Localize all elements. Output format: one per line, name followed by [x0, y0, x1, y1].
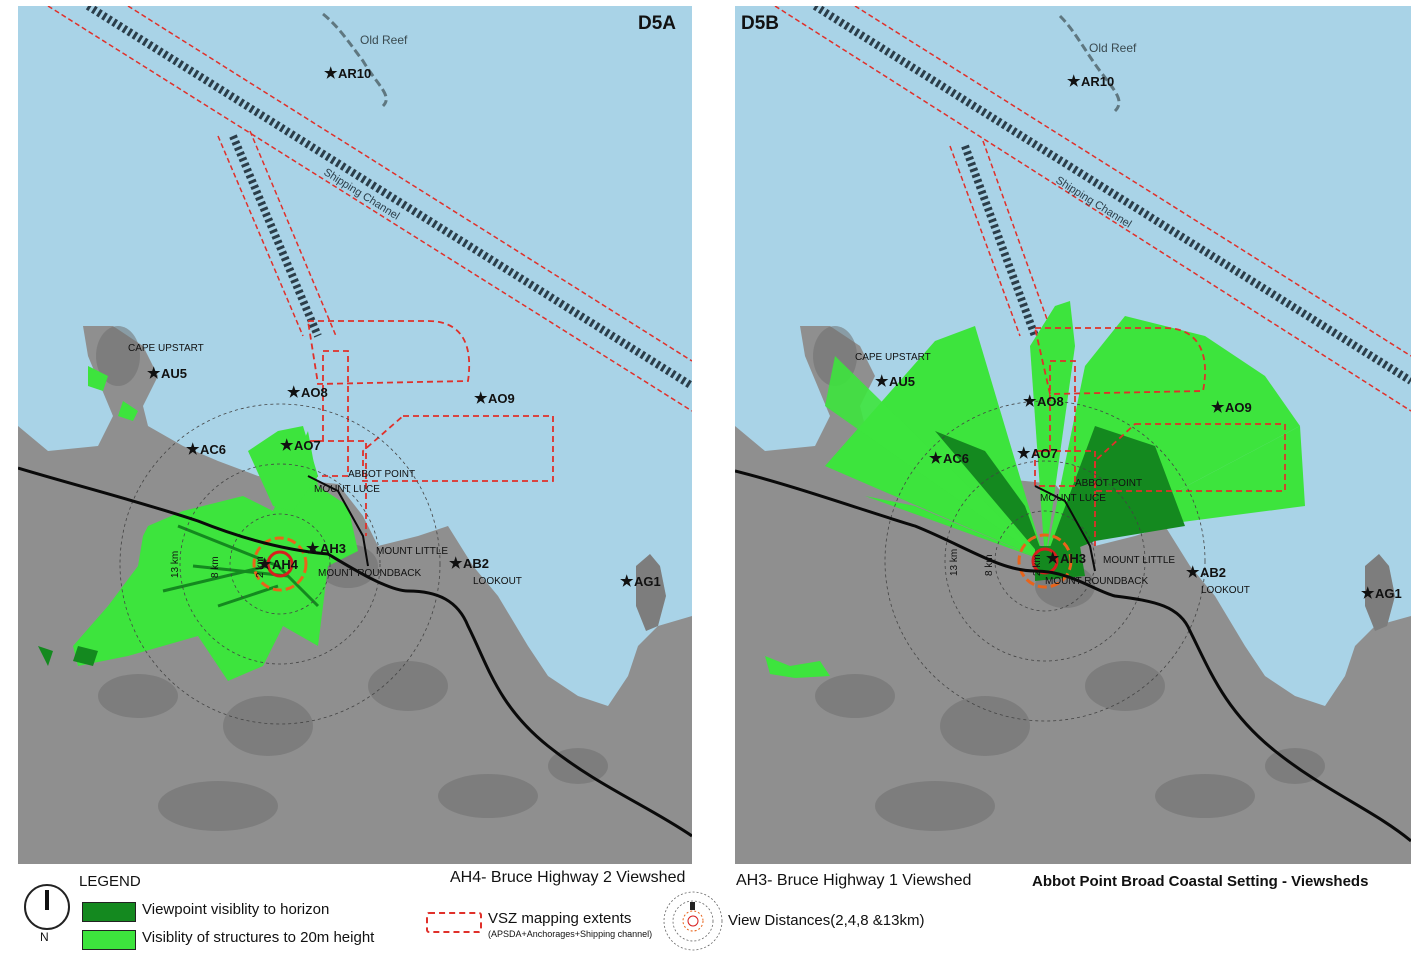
- star-icon: ★: [258, 556, 272, 573]
- panel-label-d5b: D5B: [741, 13, 779, 34]
- legend-vsz-sublabel: (APSDA+Anchorages+Shipping channel): [488, 929, 653, 939]
- bruce-highway: [735, 469, 1411, 843]
- star-icon: ★: [1067, 73, 1081, 90]
- caption-d5a: AH4- Bruce Highway 2 Viewshed: [450, 869, 686, 886]
- place-lookout: LOOKOUT: [1201, 585, 1250, 596]
- legend-swatch-horizon: [82, 902, 136, 922]
- viewpoint-ao7: AO7: [294, 438, 321, 453]
- place-abbot-point: ABBOT POINT: [348, 469, 415, 480]
- distance-label-8km: 8 km: [210, 556, 221, 578]
- viewpoint-ao8: AO8: [1037, 394, 1064, 409]
- map-panel-d5a: Old Reef Shipping Channel 13 km 8 km 2 k…: [18, 6, 692, 864]
- viewshed: [38, 366, 358, 681]
- shipping-channel: [774, 6, 1411, 412]
- viewpoint-ar10: AR10: [1081, 74, 1114, 89]
- star-icon: ★: [1023, 393, 1037, 410]
- access-road: [1034, 485, 1096, 572]
- place-cape-upstart: CAPE UPSTART: [855, 352, 931, 363]
- place-mount-little: MOUNT LITTLE: [376, 546, 448, 557]
- viewpoint-ao9: AO9: [1225, 400, 1252, 415]
- bruce-highway: [18, 466, 692, 838]
- viewpoint-ac6: AC6: [943, 451, 969, 466]
- viewpoint-ac6: AC6: [200, 442, 226, 457]
- terrain-shading: [813, 326, 1325, 831]
- old-reef-label: Old Reef: [360, 33, 408, 47]
- old-reef-outline: [1058, 14, 1121, 113]
- star-icon: ★: [280, 437, 294, 454]
- distance-label-13km: 13 km: [170, 551, 181, 578]
- star-icon: ★: [1211, 399, 1225, 416]
- viewpoint-ah4: AH4: [272, 557, 299, 572]
- access-road: [307, 475, 369, 567]
- viewpoint-ao9: AO9: [488, 391, 515, 406]
- viewpoint-ao7: AO7: [1031, 446, 1058, 461]
- viewpoint-ab2: AB2: [1200, 565, 1226, 580]
- star-icon: ★: [1017, 445, 1031, 462]
- map-panel-d5b: Old Reef Shipping Channel 13 km 8 km 2 k…: [735, 6, 1411, 864]
- viewpoint-ab2: AB2: [463, 556, 489, 571]
- star-icon: ★: [875, 373, 889, 390]
- legend-vsz-swatch: [426, 912, 482, 933]
- star-icon: ★: [1361, 585, 1375, 602]
- viewpoint-ag1: AG1: [634, 574, 661, 589]
- viewpoint-ah3: AH3: [320, 541, 346, 556]
- place-mount-roundback: MOUNT ROUNDBACK: [318, 568, 421, 579]
- island: [1365, 554, 1395, 631]
- distance-label-13km: 13 km: [949, 549, 960, 576]
- north-label: N: [40, 930, 49, 944]
- star-icon: ★: [147, 365, 161, 382]
- distance-label-2km: 2 km: [1032, 554, 1043, 576]
- viewpoint-ao8: AO8: [301, 385, 328, 400]
- viewpoint-ah3: AH3: [1060, 551, 1086, 566]
- legend-label-horizon: Viewpoint visiblity to horizon: [142, 901, 330, 918]
- shipping-channel: [47, 6, 692, 412]
- viewpoint-ar10: AR10: [338, 66, 371, 81]
- distance-label-2km: 2 km: [255, 556, 266, 578]
- place-mount-little: MOUNT LITTLE: [1103, 555, 1175, 566]
- terrain-shading: [96, 326, 608, 831]
- legend-title: LEGEND: [79, 873, 141, 890]
- place-mount-luce: MOUNT LUCE: [1040, 493, 1106, 504]
- old-reef-outline: [322, 12, 388, 108]
- place-mount-luce: MOUNT LUCE: [314, 484, 380, 495]
- star-icon: ★: [929, 450, 943, 467]
- panel-label-d5a: D5A: [638, 13, 676, 34]
- place-cape-upstart: CAPE UPSTART: [128, 343, 204, 354]
- viewpoint-au5: AU5: [161, 366, 187, 381]
- legend-swatch-structures: [82, 930, 136, 950]
- view-distance-icon: [663, 891, 723, 951]
- place-lookout: LOOKOUT: [473, 576, 522, 587]
- figure-title: Abbot Point Broad Coastal Setting - View…: [1032, 873, 1369, 890]
- legend-vsz-label: VSZ mapping extents: [488, 910, 632, 927]
- viewpoint-au5: AU5: [889, 374, 915, 389]
- land: [18, 326, 692, 864]
- star-icon: ★: [324, 65, 338, 82]
- viewpoint-ag1: AG1: [1375, 586, 1402, 601]
- island: [636, 554, 666, 631]
- star-icon: ★: [449, 555, 463, 572]
- star-icon: ★: [306, 540, 320, 557]
- star-icon: ★: [620, 573, 634, 590]
- north-arrow-icon: [24, 884, 70, 930]
- star-icon: ★: [287, 384, 301, 401]
- star-icon: ★: [1186, 564, 1200, 581]
- old-reef-label: Old Reef: [1089, 41, 1137, 55]
- legend-view-distances: View Distances(2,4,8 &13km): [728, 912, 925, 929]
- distance-label-8km: 8 km: [984, 554, 995, 576]
- legend-label-structures: Visiblity of structures to 20m height: [142, 929, 375, 946]
- place-mount-roundback: MOUNT ROUNDBACK: [1045, 576, 1148, 587]
- star-icon: ★: [474, 390, 488, 407]
- caption-d5b: AH3- Bruce Highway 1 Viewshed: [736, 872, 972, 889]
- view-distance-rings: [119, 403, 441, 725]
- star-icon: ★: [1046, 550, 1060, 567]
- star-icon: ★: [186, 441, 200, 458]
- place-abbot-point: ABBOT POINT: [1075, 478, 1142, 489]
